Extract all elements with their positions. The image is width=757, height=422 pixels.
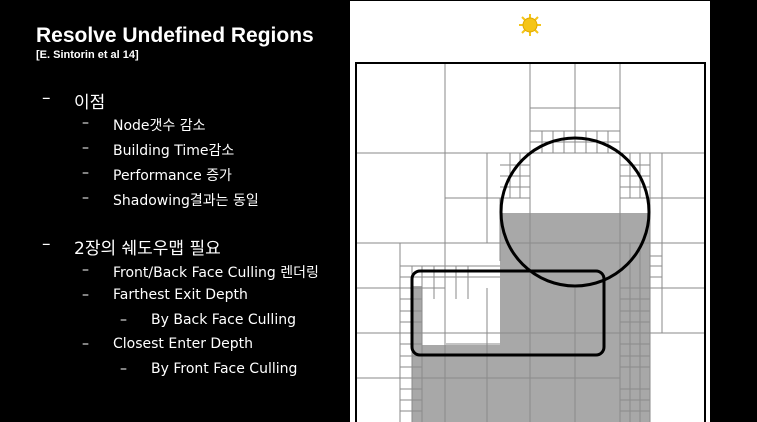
bullet-text: Farthest Exit Depth [113, 287, 248, 303]
bullet-text: By Back Face Culling [151, 312, 296, 328]
bullet-dash: – [82, 262, 89, 278]
bullet-dash: – [120, 312, 127, 328]
citation: [E. Sintorin et al 14] [36, 49, 139, 61]
bullet-dash: – [42, 88, 51, 108]
shadow-quadtree-diagram [350, 1, 710, 422]
bullet-dash: – [82, 115, 89, 131]
bullet-text: Node갯수 감소 [113, 118, 206, 134]
quadtree-grid [356, 63, 704, 422]
bullet-dash: – [120, 361, 127, 377]
bullet-dash: – [82, 336, 89, 352]
bullet-dash: – [42, 234, 51, 254]
bullet-text: Building Time감소 [113, 143, 235, 159]
bullet-dash: – [82, 287, 89, 303]
bullet-dash: – [82, 165, 89, 181]
sun-icon [519, 14, 541, 36]
bullet-text: 2장의 쉐도우맵 필요 [74, 239, 221, 259]
rect-occluder [410, 269, 606, 357]
circle-occluder [499, 136, 651, 288]
shadow-region [412, 213, 650, 422]
bullet-text: Performance 증가 [113, 168, 232, 184]
bullet-text: Shadowing결과는 동일 [113, 193, 259, 209]
bullet-dash: – [82, 140, 89, 156]
page-title: Resolve Undefined Regions [36, 24, 314, 47]
bullet-text: 이점 [74, 93, 106, 113]
bullet-text: By Front Face Culling [151, 361, 298, 377]
bullet-text: Front/Back Face Culling 렌더링 [113, 265, 319, 281]
diagram-svg [355, 14, 706, 422]
bullet-dash: – [82, 190, 89, 206]
bullet-text: Closest Enter Depth [113, 336, 254, 352]
scene-frame [355, 62, 706, 422]
